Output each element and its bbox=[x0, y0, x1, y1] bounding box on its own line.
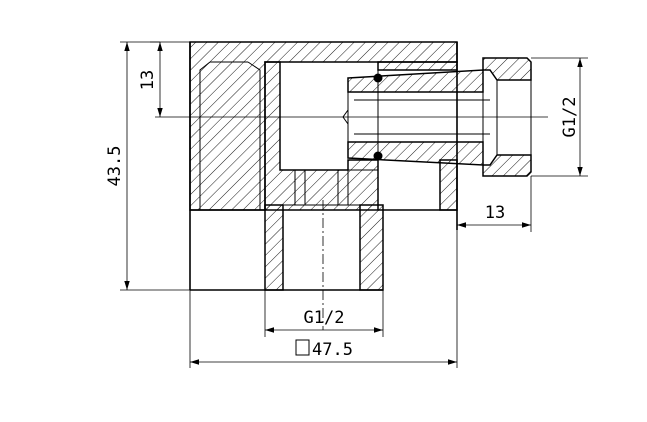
dim-bottom-thread: G1/2 bbox=[264, 290, 384, 337]
dim-side-thread-label: G1/2 bbox=[560, 97, 580, 138]
dim-body-width-label: 47.5 bbox=[312, 340, 353, 360]
body-block bbox=[189, 41, 458, 290]
o-ring-bottom bbox=[373, 151, 383, 161]
square-symbol-icon bbox=[295, 339, 310, 356]
dim-total-height-label: 43.5 bbox=[105, 146, 125, 187]
dim-body-width: 47.5 bbox=[189, 230, 458, 368]
o-ring-top bbox=[373, 73, 383, 83]
dim-side-offset-label: 13 bbox=[485, 203, 505, 223]
side-nut bbox=[342, 57, 532, 177]
dim-bottom-thread-label: G1/2 bbox=[304, 308, 345, 328]
dim-top-height: 13 bbox=[138, 41, 190, 117]
dim-side-offset: 13 bbox=[457, 176, 532, 232]
dim-total-height: 43.5 bbox=[105, 41, 190, 291]
dim-side-thread: G1/2 bbox=[531, 57, 588, 177]
dim-top-height-label: 13 bbox=[138, 70, 158, 90]
